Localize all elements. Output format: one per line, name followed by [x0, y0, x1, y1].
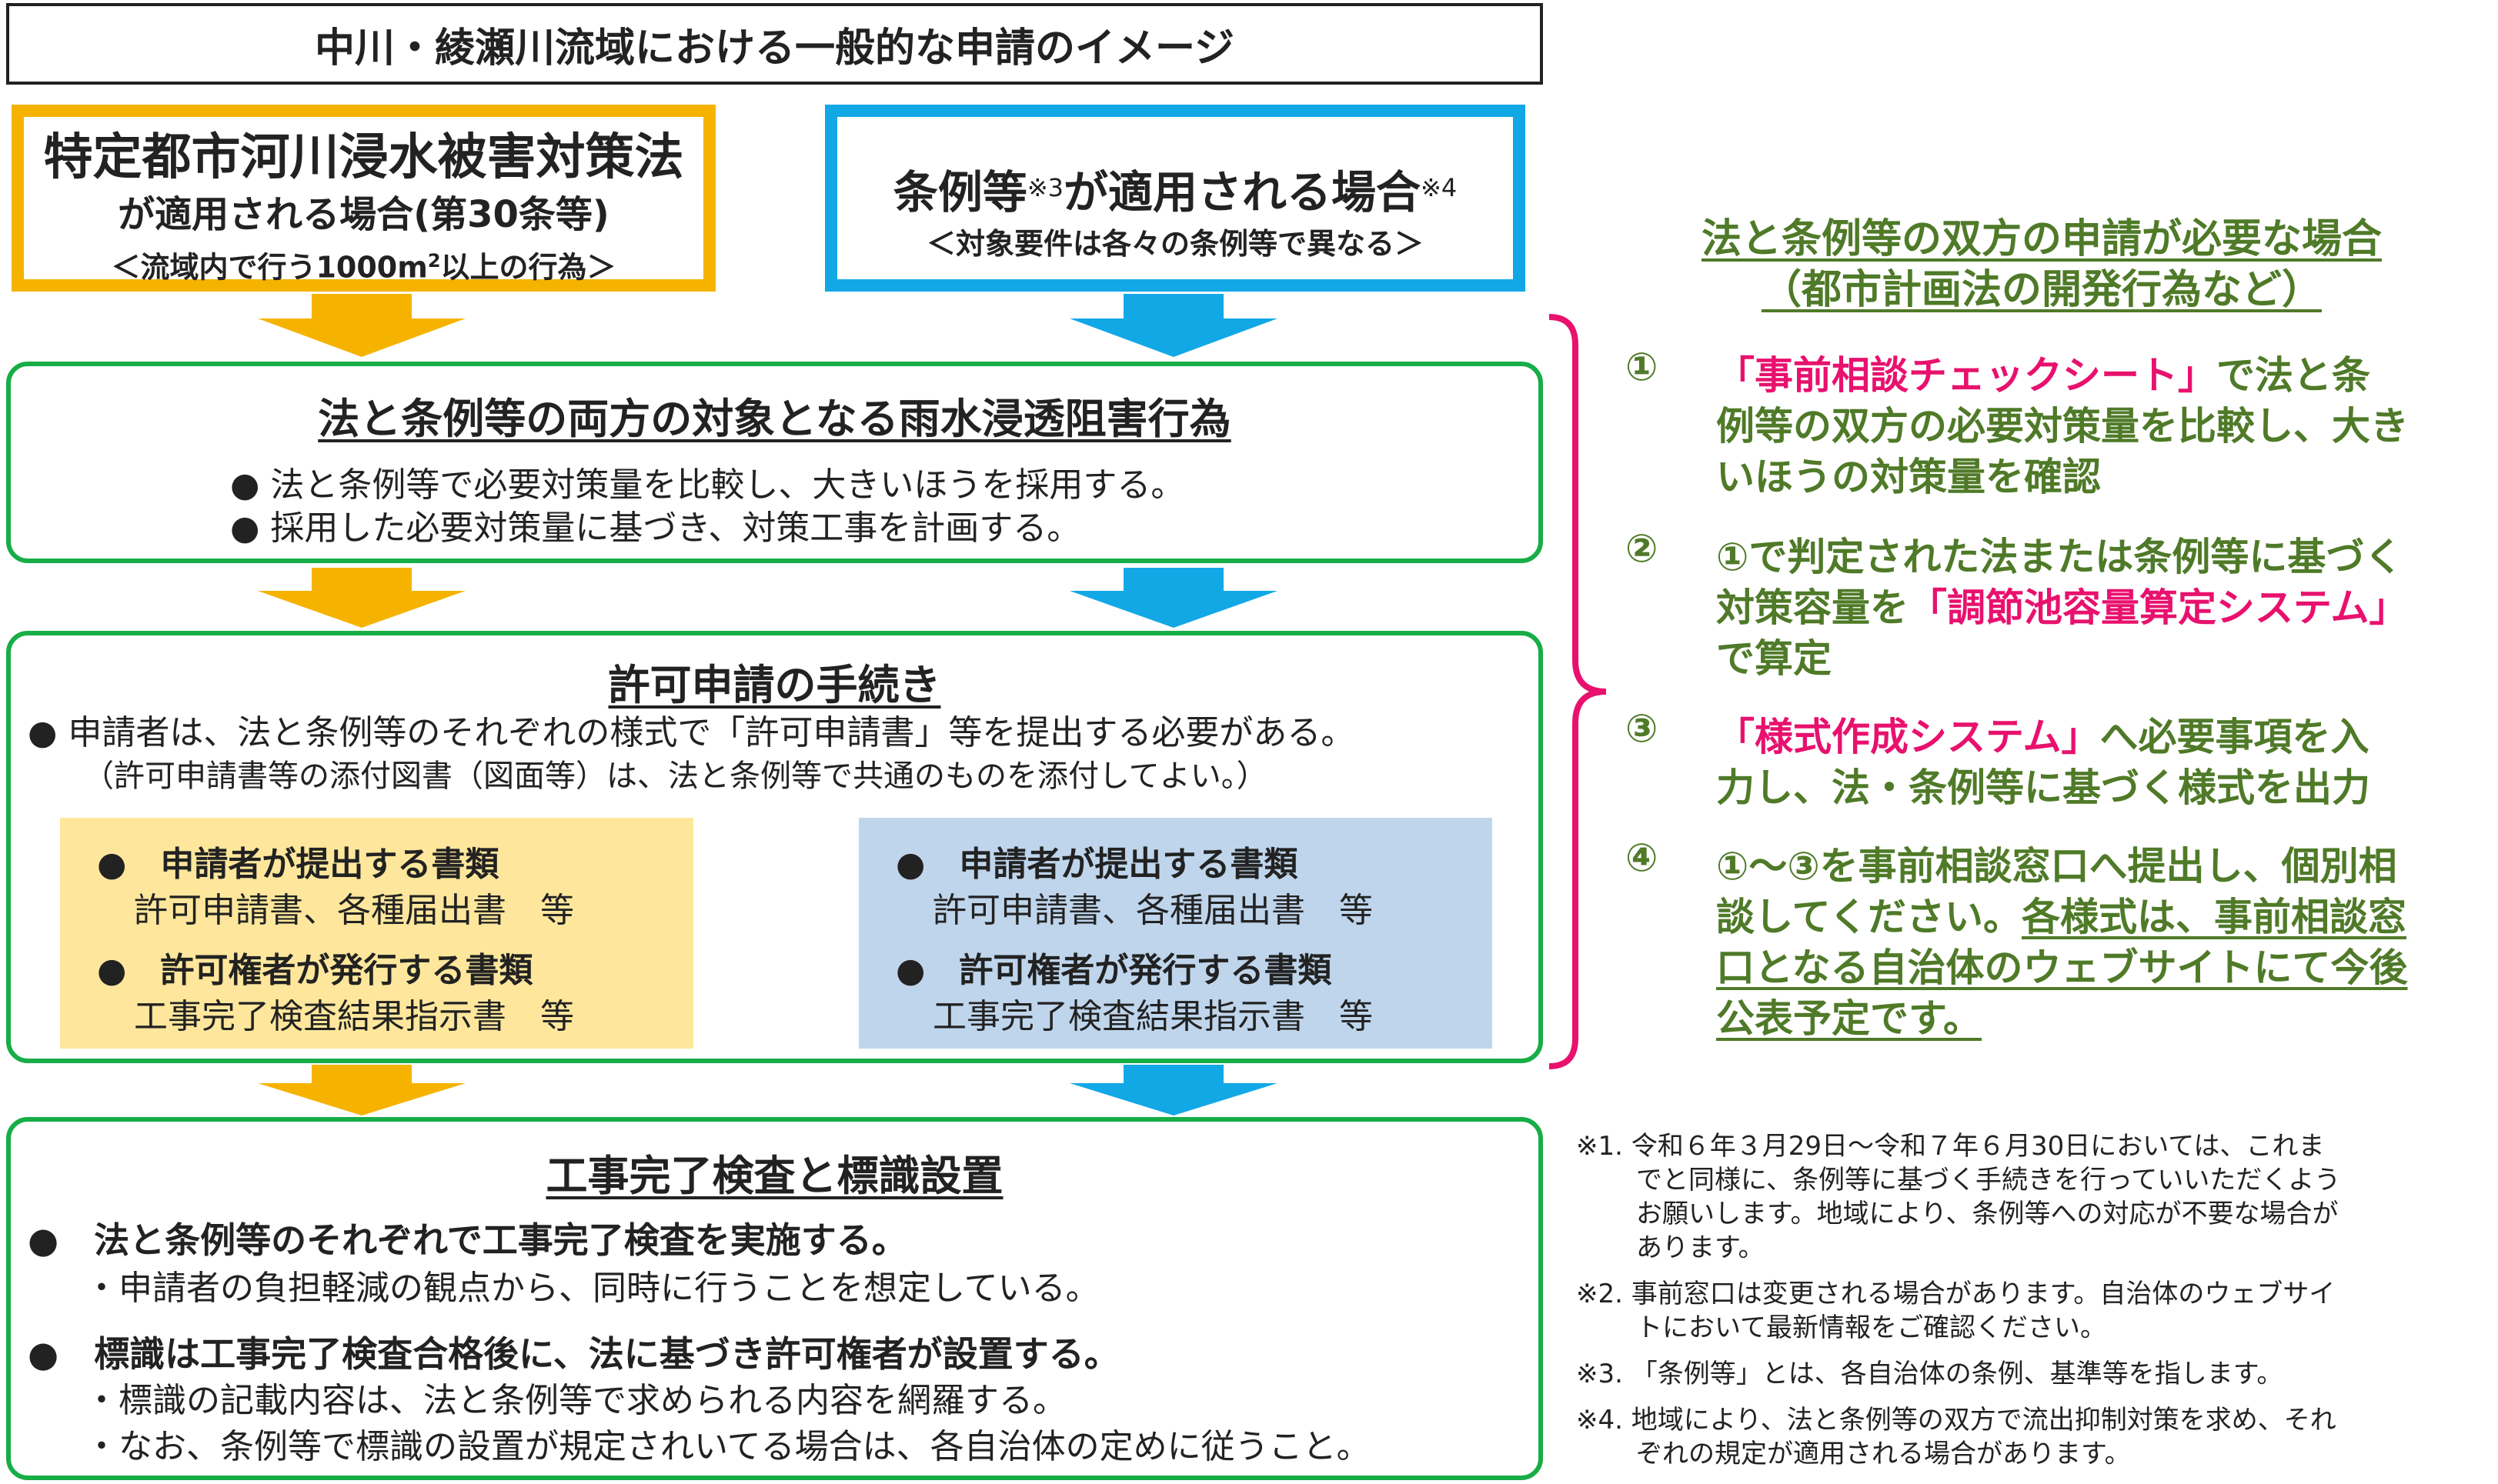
- permit-procedure-title: 許可申請の手続き: [608, 661, 941, 709]
- right-panel: 法と条例等の双方の申請が必要な場合 （都市計画法の開発行為など） ① 「事前相談…: [1585, 0, 2498, 1484]
- ordinance-docs-value: 工事完了検査結果指示書 等: [933, 997, 1373, 1036]
- completion-bullet: ● 法と条例等のそれぞれで工事完了検査を実施する。: [28, 1219, 907, 1261]
- footnote: ※1. 令和６年３月29日～令和７年６月30日においては、これま: [1576, 1131, 2325, 1162]
- ordinance-docs-heading: ● 許可権者が発行する書類: [896, 951, 1332, 990]
- arrow-down-icon: [258, 294, 466, 357]
- step4-line: 口となる自治体のウェブサイトにて今後: [1716, 945, 2408, 990]
- footnote: ※2. 事前窓口は変更される場合があります。自治体のウェブサイ: [1576, 1279, 2336, 1309]
- footnote: ぞれの規定が適用される場合があります。: [1636, 1439, 2131, 1469]
- arrow-down-icon: [1070, 568, 1277, 628]
- completion-inspection-box: 工事完了検査と標識設置 ● 法と条例等のそれぞれで工事完了検査を実施する。 ・申…: [6, 1117, 1543, 1480]
- law-docs-value: 許可申請書、各種届出書 等: [134, 891, 574, 930]
- combined-target-box: 法と条例等の両方の対象となる雨水浸透阻害行為 ● 法と条例等で必要対策量を比較し…: [6, 362, 1543, 563]
- arrow-down-icon: [258, 568, 466, 628]
- step3-line: 力し、法・条例等に基づく様式を出力: [1716, 765, 2370, 810]
- law-box-line3: ＜流域内で行う1000m2以上の行為＞: [111, 250, 616, 285]
- arrow-down-icon: [258, 1065, 466, 1116]
- step2-line: 対策容量を「調節池容量算定システム」: [1716, 585, 2408, 630]
- arrow-down-icon: [1070, 1065, 1277, 1116]
- step1-line: いほうの対策量を確認: [1716, 455, 2101, 499]
- completion-sub: ・なお、条例等で標識の設置が規定されいてる場合は、各自治体の定めに従うこと。: [85, 1427, 1371, 1466]
- completion-bullet: ● 標識は工事完了検査合格後に、法に基づき許可権者が設置する。: [28, 1333, 1120, 1375]
- permit-procedure-bullet: ● 申請者は、法と条例等のそれぞれの様式で「許可申請書」等を提出する必要がある。: [28, 713, 1355, 752]
- combined-target-bullet: ● 法と条例等で必要対策量を比較し、大きいほうを採用する。: [230, 465, 1185, 505]
- ordinance-docs-value: 許可申請書、各種届出書 等: [933, 891, 1373, 930]
- step-number: ②: [1625, 526, 1658, 571]
- law-docs-heading: ● 申請者が提出する書類: [97, 845, 499, 884]
- footnote: ※4. 地域により、法と条例等の双方で流出抑制対策を求め、それ: [1576, 1405, 2336, 1436]
- step4-line: 公表予定です。: [1716, 996, 1982, 1041]
- step1-line: 例等の双方の必要対策量を比較し、大き: [1716, 404, 2409, 449]
- right-panel-subtitle: （都市計画法の開発行為など）: [1761, 267, 2322, 313]
- combined-target-bullet: ● 採用した必要対策量に基づき、対策工事を計画する。: [230, 509, 1081, 548]
- brace-icon: [1548, 314, 1607, 1069]
- ordinance-box-line2: ＜対象要件は各々の条例等で異なる＞: [926, 227, 1424, 261]
- law-box-line2: が適用される場合(第30条等): [118, 193, 609, 236]
- ordinance-box-line1: 条例等※3が適用される場合※4: [893, 166, 1458, 218]
- step-number: ①: [1625, 345, 1658, 389]
- ordinance-source-box: 条例等※3が適用される場合※4 ＜対象要件は各々の条例等で異なる＞: [825, 105, 1525, 292]
- page-title: 中川・綾瀬川流域における一般的な申請のイメージ: [6, 3, 1543, 85]
- step4-line: ①～③を事前相談窓口へ提出し、個別相: [1716, 844, 2397, 889]
- law-documents-panel: ● 申請者が提出する書類 許可申請書、各種届出書 等 ● 許可権者が発行する書類…: [60, 818, 693, 1049]
- footnote: トにおいて最新情報をご確認ください。: [1636, 1312, 2106, 1343]
- step3-line: 「様式作成システム」へ必要事項を入: [1716, 715, 2369, 759]
- completion-sub: ・標識の記載内容は、法と条例等で求められる内容を網羅する。: [85, 1381, 1067, 1420]
- law-source-box: 特定都市河川浸水被害対策法 が適用される場合(第30条等) ＜流域内で行う100…: [12, 105, 716, 292]
- completion-inspection-title: 工事完了検査と標識設置: [546, 1152, 1004, 1200]
- step4-line: 談してください。各様式は、事前相談窓: [1716, 895, 2406, 939]
- footnote: あります。: [1636, 1232, 1765, 1263]
- completion-sub: ・申請者の負担軽減の観点から、同時に行うことを想定している。: [85, 1269, 1100, 1308]
- footnote: お願いします。地域により、条例等への対応が不要な場合が: [1636, 1199, 2339, 1229]
- permit-procedure-box: 許可申請の手続き ● 申請者は、法と条例等のそれぞれの様式で「許可申請書」等を提…: [6, 631, 1543, 1063]
- step-number: ④: [1625, 835, 1658, 880]
- arrow-down-icon: [1070, 294, 1277, 357]
- permit-procedure-note: （許可申請書等の添付図書（図面等）は、法と条例等で共通のものを添付してよい。）: [83, 759, 1267, 794]
- footnote: ※3. 「条例等」とは、各自治体の条例、基準等を指します。: [1576, 1359, 2283, 1389]
- law-docs-heading: ● 許可権者が発行する書類: [97, 951, 533, 990]
- step1-line: 「事前相談チェックシート」で法と条: [1716, 353, 2370, 398]
- law-box-line1: 特定都市河川浸水被害対策法: [43, 129, 684, 186]
- footnote: でと同様に、条例等に基づく手続きを行っていいただくよう: [1636, 1165, 2341, 1196]
- step2-line: ①で判定された法または条例等に基づく: [1716, 535, 2403, 579]
- ordinance-docs-heading: ● 申請者が提出する書類: [896, 845, 1298, 884]
- law-docs-value: 工事完了検査結果指示書 等: [134, 997, 574, 1036]
- ordinance-documents-panel: ● 申請者が提出する書類 許可申請書、各種届出書 等 ● 許可権者が発行する書類…: [859, 818, 1492, 1049]
- step-number: ③: [1625, 706, 1658, 751]
- step2-line: で算定: [1716, 636, 1832, 681]
- combined-target-title: 法と条例等の両方の対象となる雨水浸透阻害行為: [318, 395, 1231, 443]
- right-panel-title: 法と条例等の双方の申請が必要な場合: [1701, 216, 2382, 262]
